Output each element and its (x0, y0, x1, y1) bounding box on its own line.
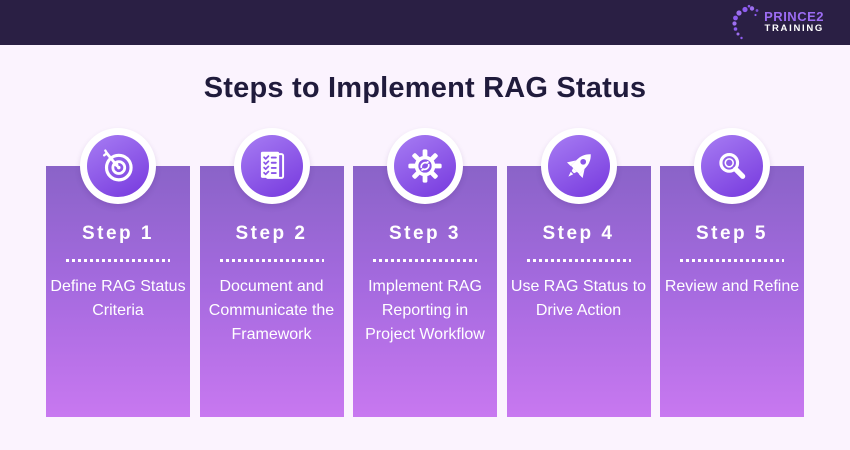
brand-text: PRINCE2 TRAINING (764, 9, 824, 35)
brand-logo: PRINCE2 TRAINING (730, 4, 824, 42)
step-label: Step 3 (388, 223, 462, 244)
step-card-5: Step 5 Review and Refine (660, 128, 804, 417)
icon-badge (80, 128, 156, 204)
brand-swirl-icon (732, 4, 759, 39)
step-card-2: Step 2 Document and Communicate the Fram… (199, 128, 344, 417)
step-label: Step 1 (81, 223, 155, 244)
dotted-separator (66, 259, 170, 262)
step-description: Define RAG Status Criteria (50, 278, 186, 319)
step-label: Step 5 (695, 223, 769, 244)
dotted-separator (219, 259, 324, 262)
icon-badge (540, 128, 617, 204)
step-description: Review and Refine (664, 278, 800, 295)
icon-badge (233, 128, 310, 204)
checklist-icon (240, 135, 303, 197)
target-icon (87, 135, 149, 197)
icon-badge (387, 128, 463, 204)
steps-row: Step 1 Define RAG Status Criteria (46, 128, 804, 417)
dotted-separator (373, 259, 477, 262)
step-description: Implement RAG Reporting in Project Workf… (365, 278, 485, 343)
infographic-page: PRINCE2 TRAINING Steps to Implement RAG … (0, 0, 850, 417)
dotted-separator (526, 259, 631, 262)
icon-badge (694, 128, 770, 204)
header-bar: PRINCE2 TRAINING (0, 0, 850, 45)
step-label: Step 2 (235, 223, 308, 244)
gear-sync-icon (394, 135, 456, 197)
step-card-3: Step 3 Implement RAG Reporting in Projec… (353, 128, 497, 417)
step-description: Use RAG Status to Drive Action (510, 278, 647, 319)
magnifier-icon (701, 135, 763, 197)
dotted-separator (680, 259, 784, 262)
step-label: Step 4 (542, 223, 615, 244)
step-card-1: Step 1 Define RAG Status Criteria (46, 128, 190, 417)
brand-subtitle: TRAINING (764, 23, 824, 35)
rocket-icon (547, 135, 610, 197)
step-description: Document and Communicate the Framework (208, 278, 335, 343)
step-card-4: Step 4 Use RAG Status to Drive Action (506, 128, 651, 417)
brand-name: PRINCE2 (764, 9, 824, 25)
page-title: Steps to Implement RAG Status (203, 72, 647, 104)
